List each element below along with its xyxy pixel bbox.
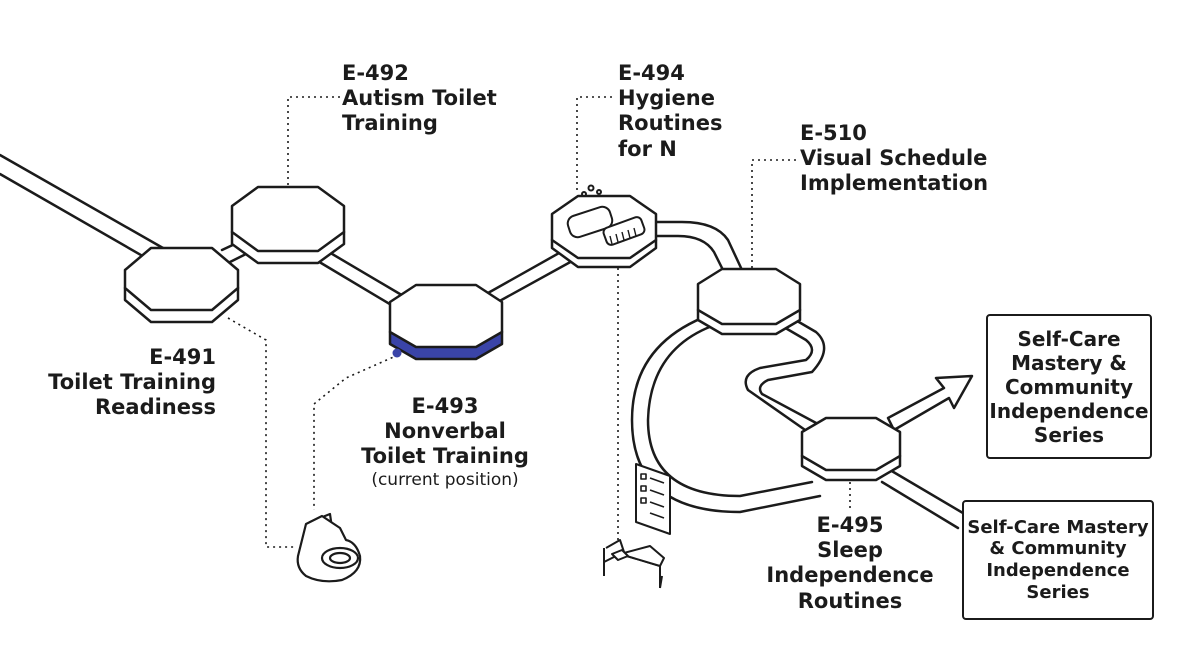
leader-e510: [751, 159, 796, 268]
soap-brush-icon: [566, 184, 646, 246]
leader-e494: [576, 96, 612, 194]
node-title: Toilet Training Readiness: [48, 370, 216, 420]
road-entry: [0, 153, 172, 268]
arrow-icon: [886, 374, 974, 432]
node-code: E-495: [816, 513, 884, 537]
label-e510: E-510 Visual Schedule Implementation: [800, 121, 988, 197]
node-title: Nonverbal Toilet Training: [361, 419, 529, 469]
node-code: E-493: [411, 394, 479, 418]
leader-e493: [313, 354, 399, 510]
label-e492: E-492 Autism Toilet Training: [342, 61, 497, 137]
toilet-icon: [296, 512, 362, 583]
label-e491: E-491 Toilet Training Readiness: [40, 345, 216, 421]
node-title: Hygiene Routines for N: [618, 86, 723, 161]
road-exit: [880, 468, 970, 530]
node-title: Visual Schedule Implementation: [800, 146, 989, 196]
node-e510[interactable]: [696, 267, 802, 336]
current-position-dot: [392, 348, 402, 358]
node-e491[interactable]: [123, 246, 240, 324]
destination-box-upper[interactable]: Self-Care Mastery & Community Independen…: [986, 314, 1152, 459]
label-e495: E-495 Sleep Independence Routines: [750, 513, 950, 614]
label-e493: E-493 Nonverbal Toilet Training (current…: [340, 394, 550, 490]
road-494-510: [644, 220, 744, 278]
road-s-curve: [744, 316, 826, 434]
node-code: E-494: [618, 61, 685, 85]
node-title: Sleep Independence Routines: [766, 538, 934, 613]
leader-e492: [287, 96, 340, 185]
bed-icon: [603, 539, 665, 589]
road-loop: [630, 310, 822, 514]
node-note: (current position): [371, 469, 519, 490]
node-e493[interactable]: [388, 283, 504, 361]
leader-e491: [227, 317, 294, 548]
node-code: E-492: [342, 61, 409, 85]
node-code: E-510: [800, 121, 867, 145]
destination-box-lower[interactable]: Self-Care Mastery & Community Independen…: [962, 500, 1154, 620]
node-code: E-491: [149, 345, 216, 369]
node-title: Autism Toilet Training: [342, 86, 497, 136]
destination-title: Self-Care Mastery & Community Independen…: [989, 326, 1149, 447]
node-e495[interactable]: [800, 416, 902, 482]
node-e492[interactable]: [230, 185, 346, 265]
road-492-493: [314, 246, 407, 311]
destination-title: Self-Care Mastery & Community Independen…: [967, 516, 1149, 603]
label-e494: E-494 Hygiene Routines for N: [618, 61, 722, 162]
road-493-494: [486, 246, 576, 305]
checklist-icon: [635, 463, 671, 535]
